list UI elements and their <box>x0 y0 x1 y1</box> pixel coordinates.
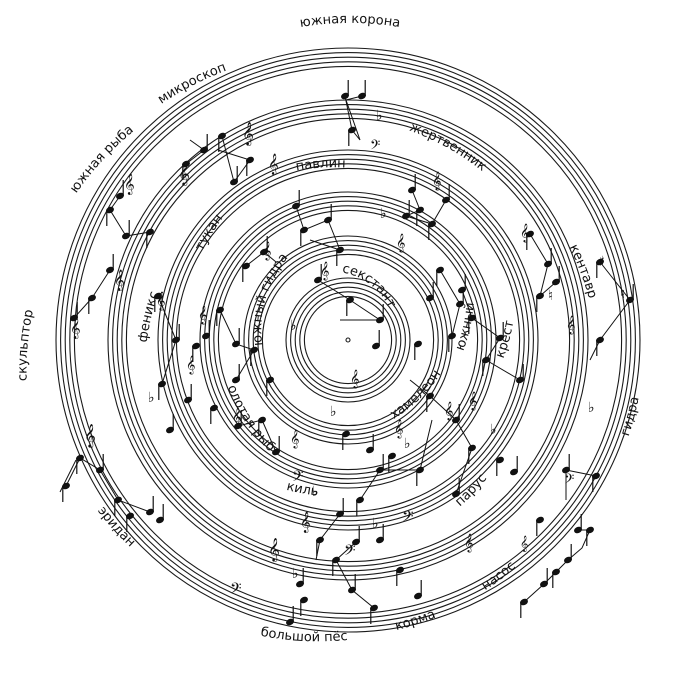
svg-text:𝄞: 𝄞 <box>300 512 311 533</box>
staff-line <box>261 253 435 427</box>
svg-text:𝄞: 𝄞 <box>468 391 477 411</box>
svg-text:♭: ♭ <box>372 516 379 532</box>
label-zhertvennik: жертвенник <box>407 120 489 175</box>
label-pavlin: павлин <box>295 156 346 174</box>
svg-text:𝄞: 𝄞 <box>396 233 405 253</box>
staff-line <box>243 235 453 445</box>
svg-text:𝄞: 𝄞 <box>232 407 241 427</box>
svg-text:𝄞: 𝄞 <box>114 270 125 291</box>
label-zolotaya-ryba: золотая рыба <box>0 0 278 455</box>
staff-line <box>64 56 632 624</box>
svg-text:♭: ♭ <box>588 400 595 416</box>
svg-text:𝄞: 𝄞 <box>124 174 135 195</box>
staff-line <box>157 149 539 531</box>
staff-line <box>162 154 534 526</box>
staff-line <box>166 158 530 522</box>
center-point <box>345 337 351 343</box>
staff-line <box>60 52 636 628</box>
svg-text:𝄞: 𝄞 <box>70 318 81 339</box>
svg-text:𝄢: 𝄢 <box>292 468 304 489</box>
staff-line <box>208 200 488 480</box>
svg-text:𝄞: 𝄞 <box>350 369 359 389</box>
svg-text:𝄢: 𝄢 <box>230 580 242 601</box>
svg-text:𝄞: 𝄞 <box>464 533 473 553</box>
staff-line <box>199 191 497 489</box>
staff-line <box>248 240 448 440</box>
staff-line <box>69 61 627 619</box>
svg-text:♭: ♭ <box>148 390 155 406</box>
svg-text:𝄢: 𝄢 <box>564 471 574 490</box>
staff-line <box>125 117 571 563</box>
staff-line <box>73 65 623 615</box>
svg-text:𝄞: 𝄞 <box>394 419 403 439</box>
label-yuzhny: южный <box>453 302 478 353</box>
svg-text:𝄞: 𝄞 <box>186 355 195 375</box>
svg-text:♭: ♭ <box>312 484 319 500</box>
svg-text:𝄞: 𝄞 <box>242 121 254 146</box>
svg-text:♭: ♭ <box>292 566 299 582</box>
svg-text:𝄞: 𝄞 <box>156 291 165 311</box>
svg-text:𝄞: 𝄞 <box>520 536 528 552</box>
clefs: 𝄞 𝄞 𝄞 𝄞 𝄞 𝄞 𝄞 𝄞 𝄢 𝄢 𝄢 𝄢 𝄞 𝄢 𝄞 𝄞 𝄞 𝄞 𝄞 𝄞 … <box>70 108 625 601</box>
svg-text:𝄢: 𝄢 <box>370 137 380 156</box>
svg-text:♭: ♭ <box>290 318 297 334</box>
svg-text:𝄞: 𝄞 <box>444 401 453 421</box>
svg-text:𝄞: 𝄞 <box>432 171 441 191</box>
svg-text:𝄞: 𝄞 <box>268 154 279 175</box>
label-yuzhnaya-korona: южная корона <box>299 12 402 31</box>
staff-line <box>204 196 492 484</box>
label-skulptor: скульптор <box>15 308 36 381</box>
svg-text:♮: ♮ <box>620 286 625 302</box>
label-korma: корма <box>394 607 438 634</box>
svg-text:♭: ♭ <box>380 206 387 222</box>
staff-rings <box>55 47 641 633</box>
svg-text:♭: ♭ <box>404 436 411 452</box>
svg-text:𝄞: 𝄞 <box>520 223 529 243</box>
svg-text:𝄞: 𝄞 <box>262 241 271 261</box>
staff-line <box>303 295 393 385</box>
svg-text:♭: ♭ <box>376 108 383 124</box>
svg-text:♮: ♮ <box>548 288 553 304</box>
staff-line <box>285 277 411 403</box>
label-yuzhny-gidra: южный гидра <box>250 250 291 346</box>
svg-text:𝄞: 𝄞 <box>84 423 96 448</box>
svg-text:𝄞: 𝄞 <box>566 315 575 335</box>
svg-text:♭: ♭ <box>330 404 337 420</box>
staff-line <box>299 291 397 389</box>
svg-text:♭: ♭ <box>490 422 497 438</box>
staff-line <box>294 286 402 394</box>
staff-line <box>171 163 525 517</box>
staff-line <box>217 209 479 471</box>
staff-line <box>257 249 439 431</box>
notes <box>62 80 634 626</box>
staff-line <box>213 205 483 475</box>
svg-text:𝄞: 𝄞 <box>268 537 280 562</box>
staff-line <box>55 47 641 633</box>
svg-text:𝄞: 𝄞 <box>178 161 190 186</box>
svg-text:𝄞: 𝄞 <box>290 429 299 449</box>
label-gidra: гидра <box>618 395 643 438</box>
label-kil: киль <box>285 479 319 499</box>
svg-text:𝄞: 𝄞 <box>198 305 207 325</box>
label-parus: парус <box>452 471 490 510</box>
svg-text:𝄢: 𝄢 <box>344 542 356 563</box>
staff-line <box>290 282 406 398</box>
svg-text:𝄢: 𝄢 <box>402 508 414 529</box>
label-bolshoy-pyos: большой пёс <box>259 625 348 645</box>
svg-text:𝄞: 𝄞 <box>320 261 329 281</box>
staff-line <box>121 113 575 567</box>
svg-text:♯: ♯ <box>598 254 605 270</box>
